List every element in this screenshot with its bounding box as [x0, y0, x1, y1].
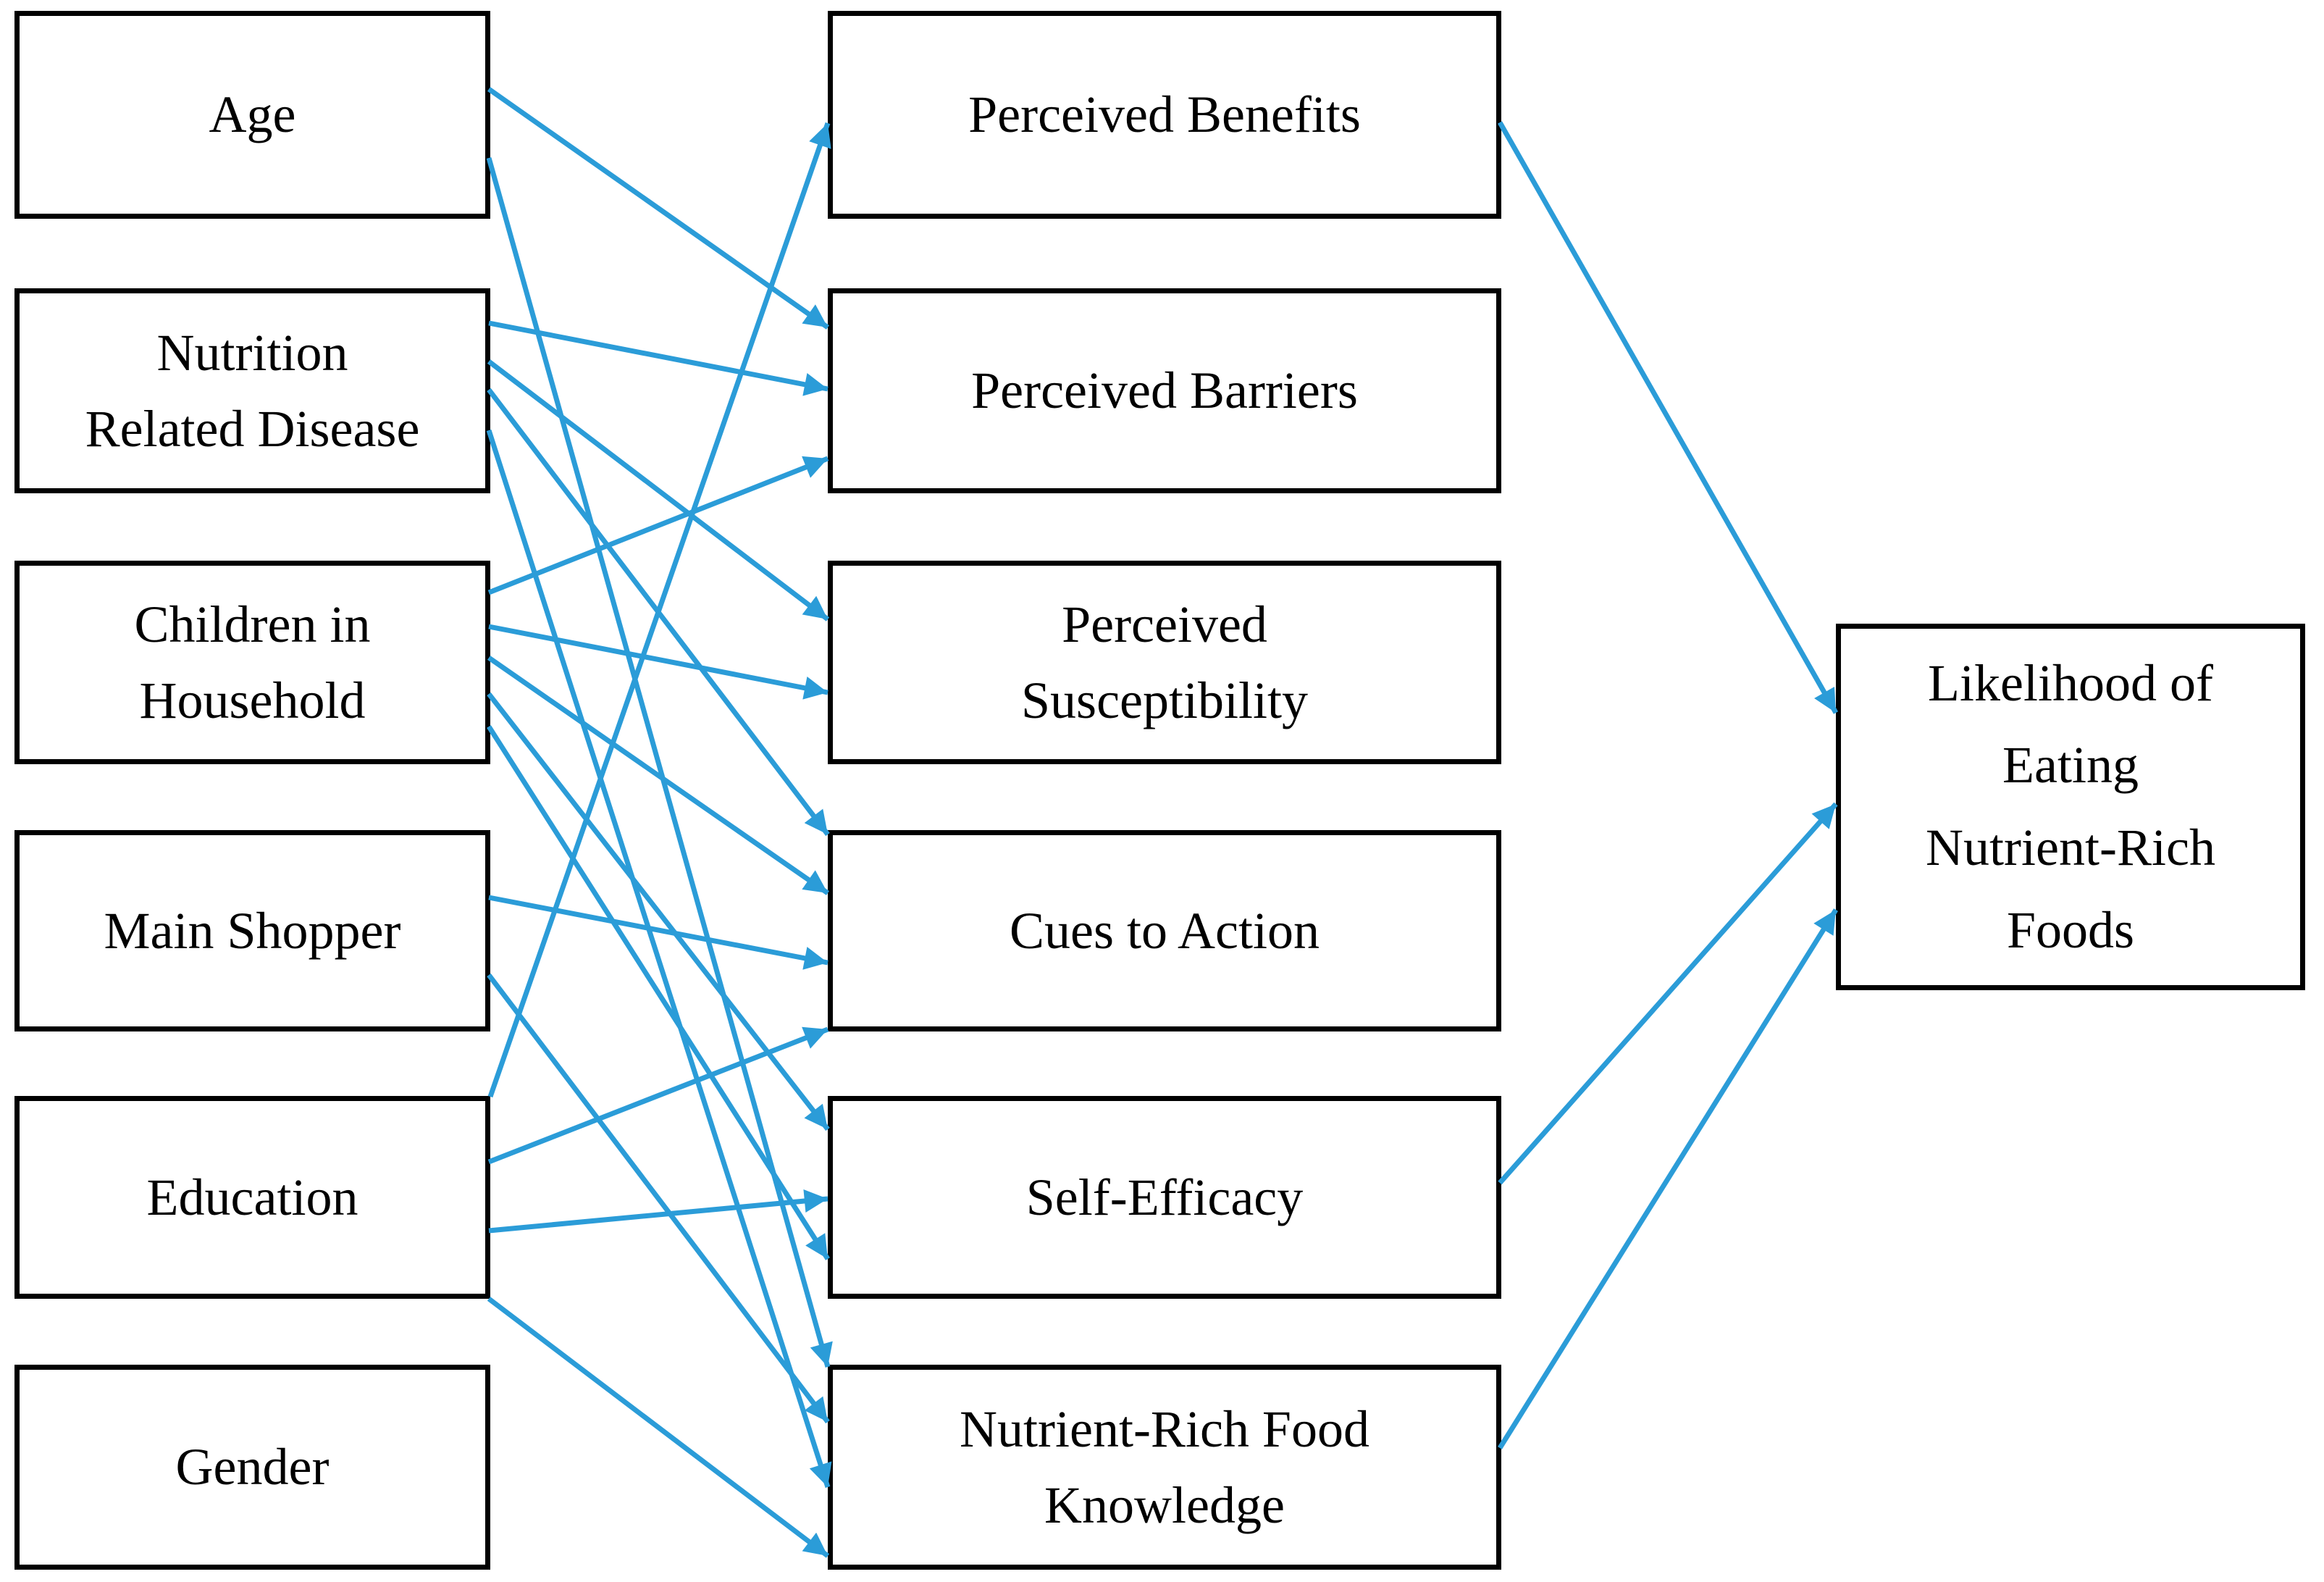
box-knowledge-label-line-2: Knowledge [1044, 1476, 1285, 1534]
arrow-children-to-cues [487, 656, 829, 895]
box-cues-to-action: Cues to Action [828, 830, 1501, 1031]
arrow-children-to-self-efficacy-upper [487, 692, 830, 1131]
arrow-children-to-self-efficacy-lower [487, 725, 830, 1260]
arrow-nutrition-to-susceptibility [487, 359, 830, 622]
box-likelihood-label-line-2: Eating [2002, 736, 2139, 795]
box-nutrition-related-disease: Nutrition Related Disease [14, 288, 490, 493]
arrow-main-shopper-to-cues [488, 895, 828, 970]
box-education: Education [14, 1096, 490, 1299]
arrow-education-to-knowledge [487, 1297, 830, 1558]
box-gender-label: Gender [175, 1438, 330, 1497]
box-children-label-line-1: Children in [134, 595, 371, 654]
box-perceived-benefits: Perceived Benefits [828, 11, 1501, 219]
box-age: Age [14, 11, 490, 219]
arrow-education-to-self-efficacy [488, 1189, 828, 1234]
arrow-perceived-benefits-to-likelihood [1497, 121, 1839, 714]
box-likelihood-label-line-3: Nutrient-Rich [1926, 819, 2215, 876]
box-perceived-barriers-label: Perceived Barriers [971, 361, 1358, 420]
arrow-age-to-knowledge [486, 157, 833, 1368]
arrow-age-to-perceived-barriers [487, 87, 830, 330]
box-children-in-household: Children in Household [14, 561, 490, 764]
arrow-main-shopper-to-knowledge [487, 973, 830, 1424]
box-age-label: Age [209, 85, 296, 144]
arrow-nutrition-to-knowledge [486, 429, 832, 1489]
box-likelihood-of-eating-nutrient-rich-foods: Likelihood of Eating Nutrient-Rich Foods [1836, 624, 2305, 990]
arrow-education-to-cues [487, 1026, 829, 1165]
box-children-label-line-2: Household [139, 671, 366, 729]
arrow-nutrition-to-cues [487, 388, 830, 837]
box-likelihood-label-line-1: Likelihood of [1928, 653, 2213, 712]
box-perceived-susceptibility: Perceived Susceptibility [828, 561, 1501, 764]
box-knowledge-label-line-1: Nutrient-Rich Food [960, 1400, 1369, 1459]
box-self-efficacy-label: Self-Efficacy [1025, 1168, 1304, 1226]
box-perceived-barriers: Perceived Barriers [828, 288, 1501, 493]
box-cues-to-action-label: Cues to Action [1010, 901, 1320, 960]
box-self-efficacy: Self-Efficacy [828, 1096, 1501, 1299]
arrow-nutrition-to-perceived-barriers [488, 320, 828, 396]
box-main-shopper-label: Main Shopper [104, 901, 401, 960]
box-perceived-susceptibility-label-line-2: Susceptibility [1021, 671, 1308, 729]
box-likelihood-label-line-4: Foods [2006, 900, 2135, 959]
box-nutrition-label-line-2: Related Disease [85, 399, 420, 458]
box-perceived-benefits-label: Perceived Benefits [968, 85, 1361, 144]
box-nutrient-rich-food-knowledge: Nutrient-Rich Food Knowledge [828, 1365, 1501, 1570]
box-gender: Gender [14, 1365, 490, 1570]
box-main-shopper: Main Shopper [14, 830, 490, 1031]
box-nutrition-label-line-1: Nutrition [156, 324, 348, 382]
box-education-label: Education [146, 1168, 358, 1226]
arrow-self-efficacy-to-likelihood [1498, 802, 1838, 1185]
box-perceived-susceptibility-label-line-1: Perceived [1062, 595, 1267, 654]
arrow-education-to-perceived-benefits [487, 122, 831, 1098]
arrow-children-to-perceived-barriers [487, 456, 829, 595]
arrow-children-to-susceptibility [488, 624, 828, 700]
arrow-knowledge-to-likelihood [1498, 908, 1838, 1449]
